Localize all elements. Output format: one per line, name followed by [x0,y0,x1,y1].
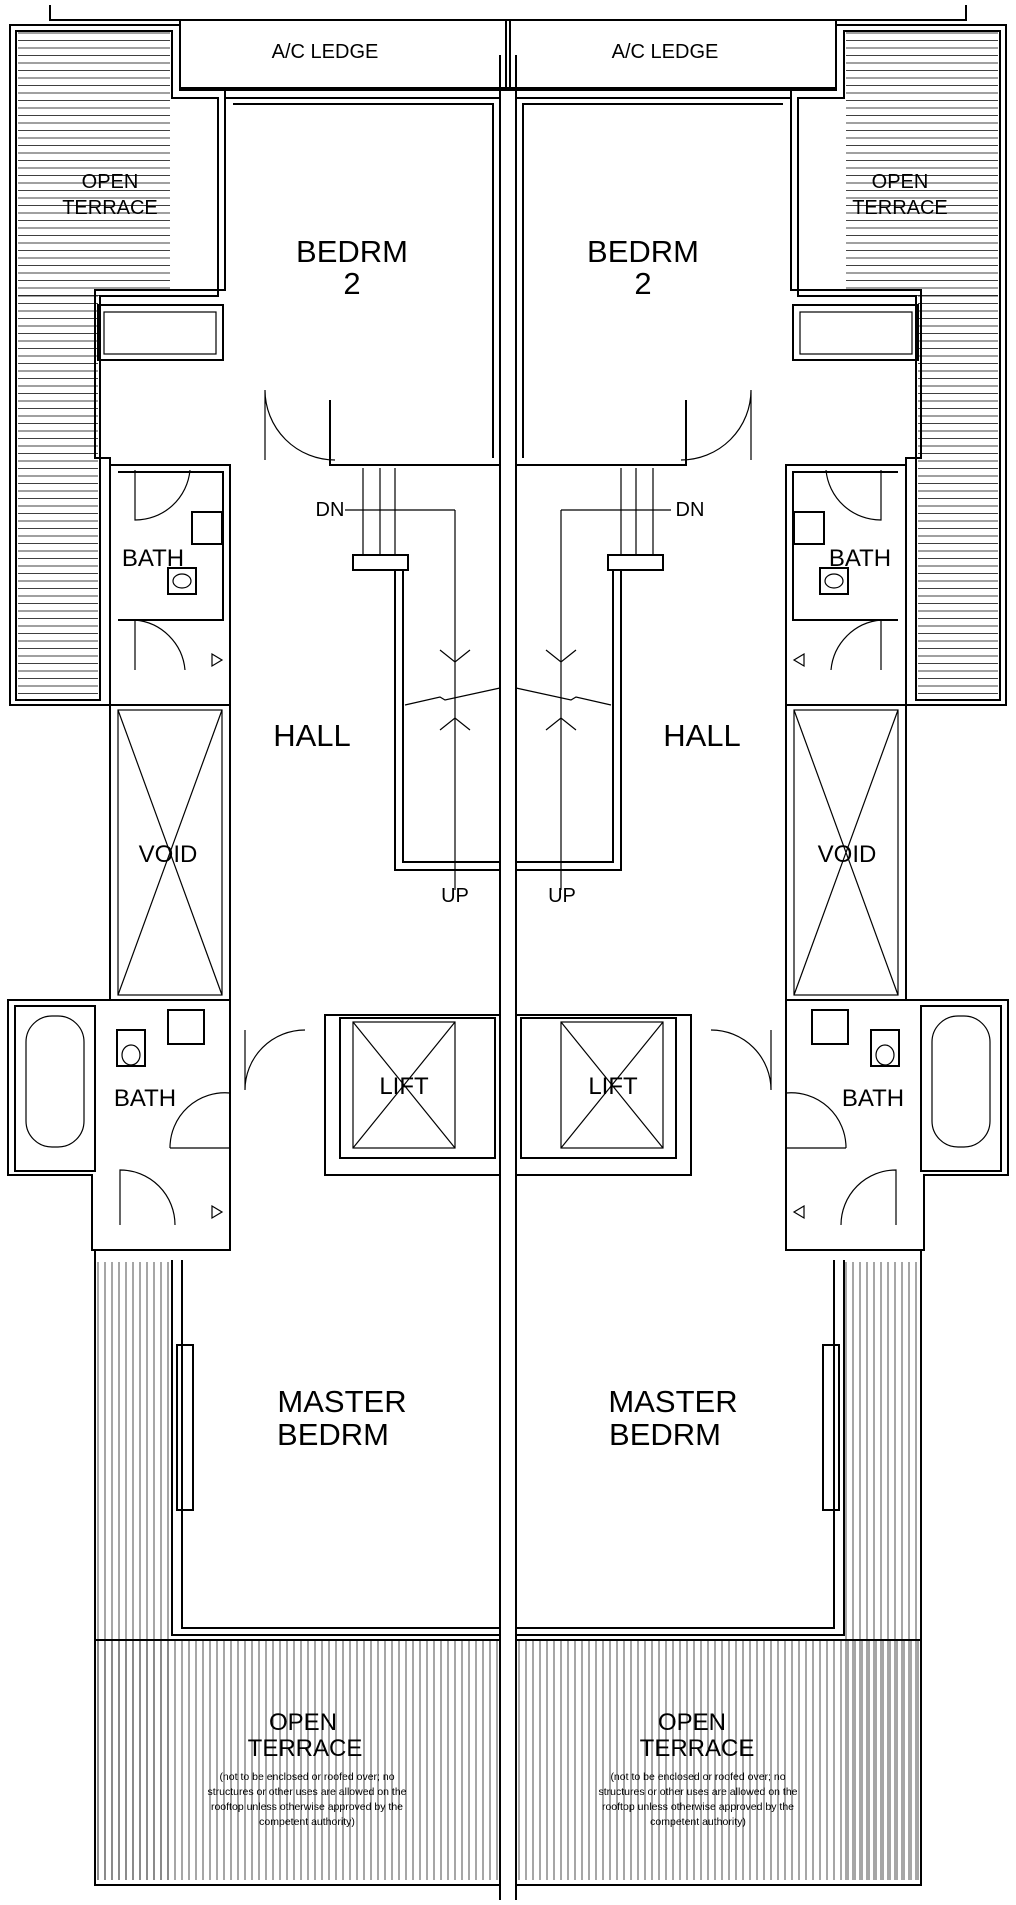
terrace-note-line-3: rooftop unless otherwise approved by the [602,1801,794,1813]
hall-label: HALL [663,718,741,753]
bath-upper-label: BATH [829,545,891,572]
master-bedroom-label-2: BEDRM [277,1417,389,1452]
terrace-note-line-1: (not to be enclosed or roofed over; no [219,1771,394,1783]
bedroom-2-label-1: BEDRM [587,234,699,269]
terrace-note-line-1: (not to be enclosed or roofed over; no [610,1771,785,1783]
unit-left-labels: A/C LEDGE OPEN TERRACE BEDRM 2 BATH HALL… [62,41,469,1828]
bedroom-2-label-2: 2 [634,266,651,301]
unit-right-walls [499,5,1009,1900]
open-terrace-top-label-2: TERRACE [62,197,158,219]
stair-dn-label: DN [316,499,345,521]
open-terrace-bottom-label-1: OPEN [658,1709,726,1736]
bath-lower-label: BATH [114,1085,176,1112]
unit-right-labels: A/C LEDGE OPEN TERRACE BEDRM 2 BATH HALL… [548,41,948,1828]
unit-left-walls [7,5,517,1900]
bath-lower-label: BATH [842,1085,904,1112]
open-terrace-bottom-label-1: OPEN [269,1709,337,1736]
terrace-note-line-2: structures or other uses are allowed on … [207,1786,406,1798]
terrace-note-line-4: competent authority) [650,1816,746,1828]
terrace-note-line-4: competent authority) [259,1816,355,1828]
stair-up-label: UP [441,885,469,907]
ac-ledge-label: A/C LEDGE [612,41,719,63]
terrace-note-line-2: structures or other uses are allowed on … [598,1786,797,1798]
hall-label: HALL [273,718,351,753]
lift-label: LIFT [588,1073,638,1100]
bath-upper-label: BATH [122,545,184,572]
master-bedroom-label-1: MASTER [277,1384,406,1419]
open-terrace-top-label-1: OPEN [872,171,929,193]
terrace-note-line-3: rooftop unless otherwise approved by the [211,1801,403,1813]
stair-dn-label: DN [676,499,705,521]
open-terrace-bottom-label-2: TERRACE [248,1735,363,1762]
master-bedroom-label-1: MASTER [608,1384,737,1419]
void-label: VOID [139,841,198,868]
lift-label: LIFT [379,1073,429,1100]
open-terrace-top-label-2: TERRACE [852,197,948,219]
bedroom-2-label-1: BEDRM [296,234,408,269]
ac-ledge-label: A/C LEDGE [272,41,379,63]
terrace-hatching [18,32,998,1880]
open-terrace-bottom-label-2: TERRACE [640,1735,755,1762]
bedroom-2-label-2: 2 [343,266,360,301]
master-bedroom-label-2: BEDRM [609,1417,721,1452]
open-terrace-top-label-1: OPEN [82,171,139,193]
void-label: VOID [818,841,877,868]
stair-up-label: UP [548,885,576,907]
